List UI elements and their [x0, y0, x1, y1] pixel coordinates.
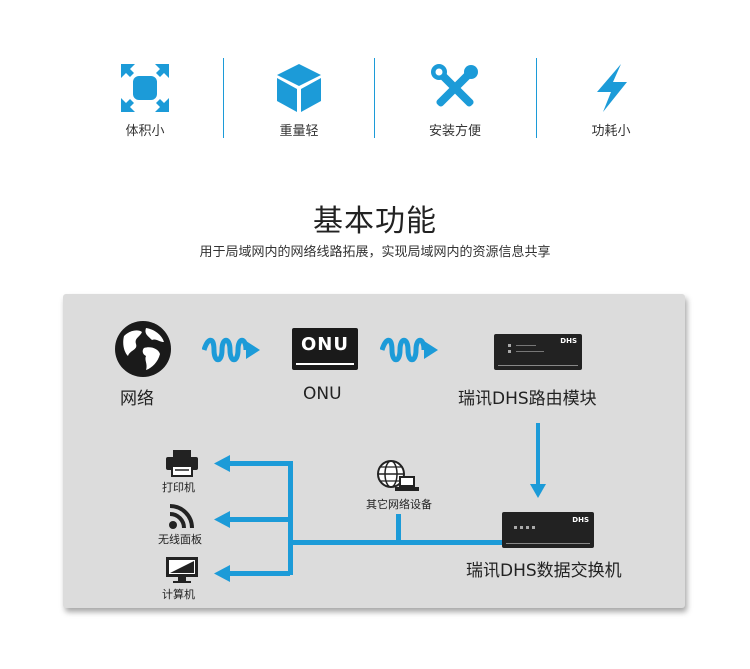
- connection-line: [228, 517, 290, 522]
- arrow-left-icon: [214, 455, 230, 472]
- connection-line: [228, 571, 290, 576]
- printer-label: 打印机: [162, 481, 195, 494]
- connection-line: [288, 540, 502, 545]
- device-brand: DHS: [560, 337, 577, 345]
- signal-arrow-icon: [202, 337, 260, 363]
- switch-label: 瑞讯DHS数据交换机: [466, 561, 622, 581]
- feature-easy-install: 安装方便: [390, 62, 520, 139]
- feature-light-weight: 重量轻: [234, 62, 364, 139]
- feature-label: 重量轻: [279, 124, 319, 139]
- wireless-label: 无线面板: [158, 533, 202, 546]
- printer-icon: [166, 450, 198, 477]
- section-title: 基本功能: [313, 204, 437, 239]
- divider: [536, 58, 537, 138]
- device-brand: DHS: [572, 516, 589, 524]
- network-label: 网络: [120, 389, 154, 409]
- switch-device: DHS: [502, 512, 594, 548]
- arrow-down-icon: [530, 484, 546, 498]
- arrow-left-icon: [214, 511, 230, 528]
- divider: [223, 58, 224, 138]
- feature-label: 安装方便: [428, 124, 481, 139]
- onu-device: ONU: [292, 328, 358, 370]
- signal-arrow-icon: [380, 337, 438, 363]
- section-subtitle: 用于局域网内的网络线路拓展，实现局域网内的资源信息共享: [199, 245, 551, 260]
- lightning-icon: [597, 64, 627, 112]
- feature-small-size: 体积小: [80, 62, 210, 139]
- connection-line: [288, 461, 293, 575]
- computer-label: 计算机: [162, 588, 195, 601]
- feature-label: 功耗小: [591, 124, 631, 139]
- other-devices-label: 其它网络设备: [366, 498, 432, 511]
- wifi-icon: [169, 504, 194, 529]
- connection-line: [396, 514, 401, 542]
- connection-line: [228, 461, 290, 466]
- connection-line: [536, 423, 540, 485]
- divider: [374, 58, 375, 138]
- networked-computer-icon: [377, 460, 419, 491]
- arrow-left-icon: [214, 565, 230, 582]
- cube-icon: [277, 64, 321, 112]
- globe-icon: [115, 321, 171, 377]
- router-label: 瑞讯DHS路由模块: [458, 389, 597, 409]
- resize-icon: [121, 64, 169, 112]
- tools-icon: [431, 64, 478, 107]
- feature-low-power: 功耗小: [546, 62, 676, 139]
- router-device: DHS: [494, 334, 582, 370]
- onu-badge: ONU: [301, 334, 349, 355]
- onu-label: ONU: [303, 384, 342, 404]
- feature-label: 体积小: [125, 124, 165, 139]
- monitor-icon: [166, 557, 198, 583]
